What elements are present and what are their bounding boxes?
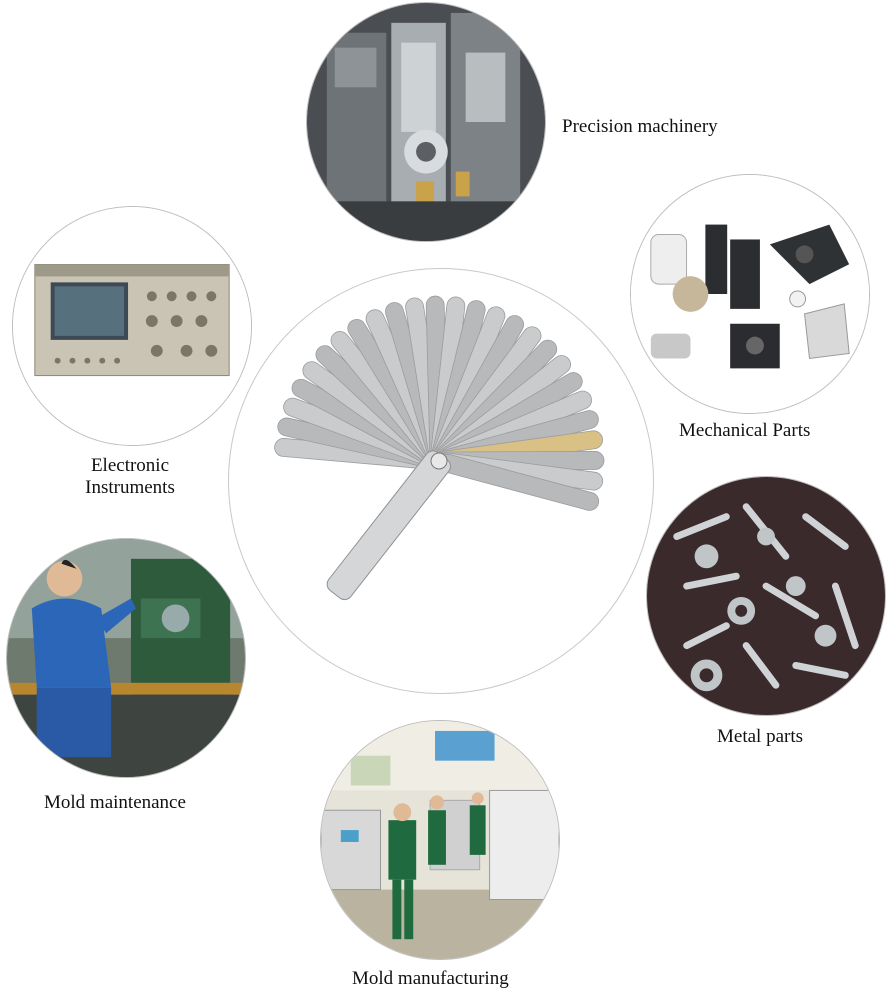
feeler-gauge-image [274, 295, 605, 601]
metal-parts-image [646, 476, 886, 716]
precision-machinery-image [306, 2, 546, 242]
mold-manufacturing-image [320, 720, 560, 960]
electronic-instruments-image [12, 206, 252, 446]
center-product-circle [228, 268, 654, 694]
label-precision-machinery: Precision machinery [562, 116, 718, 137]
label-mold-maintenance: Mold maintenance [44, 792, 186, 813]
mold-maintenance-image [6, 538, 246, 778]
label-mold-manufacturing: Mold manufacturing [352, 968, 509, 989]
mechanical-parts-image [630, 174, 870, 414]
feeler-handle [326, 450, 451, 601]
label-electronic-line2: Instruments [85, 477, 175, 498]
pivot-bolt [430, 452, 448, 470]
label-mechanical-parts: Mechanical Parts [679, 420, 811, 441]
label-electronic-line1: Electronic [90, 455, 170, 476]
label-electronic-instruments: Electronic Instruments [60, 455, 200, 499]
label-metal-parts: Metal parts [717, 726, 804, 747]
